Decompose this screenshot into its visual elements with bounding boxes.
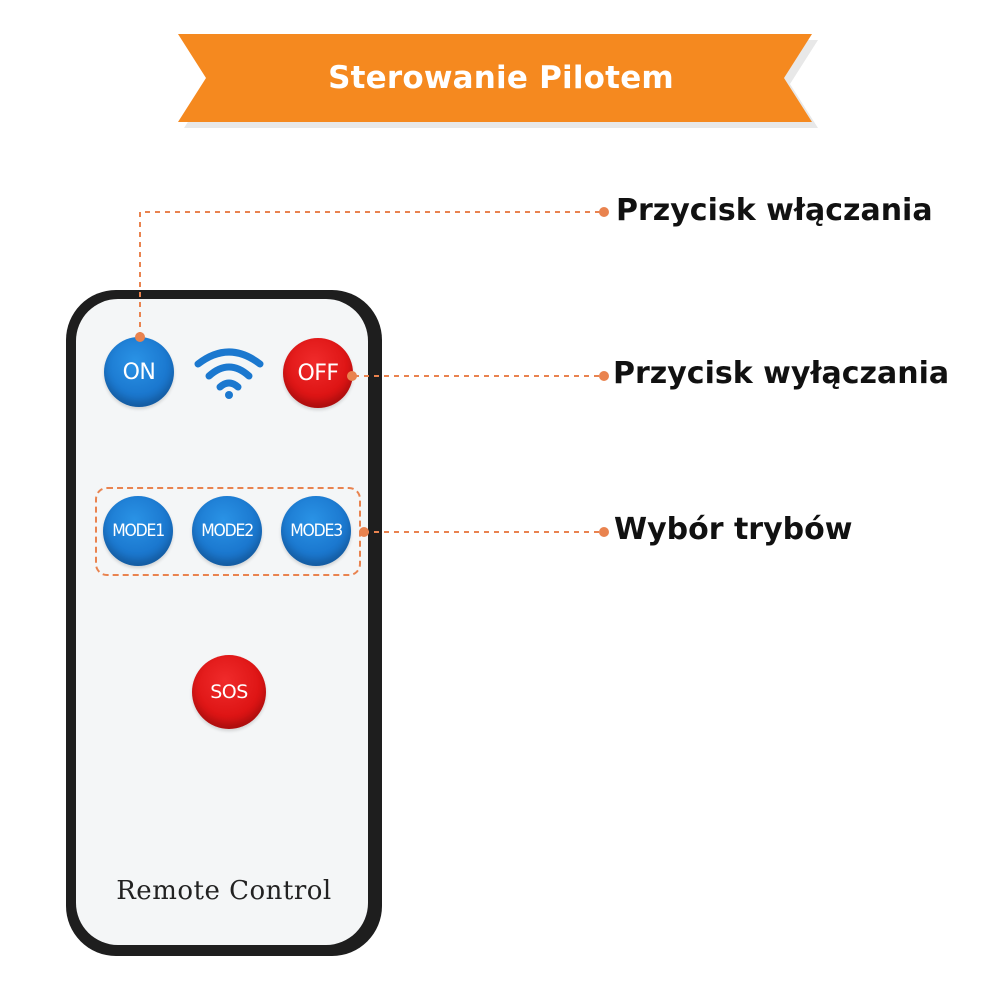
callout-modes: Wybór trybów [614, 512, 853, 547]
power-on-label-dot [599, 207, 609, 217]
off-button-label: OFF [297, 360, 339, 386]
power-on-anchor-dot [135, 332, 145, 342]
callout-power-on: Przycisk włączania [616, 193, 933, 228]
banner-ribbon-shape [178, 34, 818, 128]
sos-button[interactable]: SOS [192, 655, 266, 729]
on-button-label: ON [122, 359, 156, 385]
title-banner: Sterowanie Pilotem [178, 34, 824, 130]
on-button[interactable]: ON [104, 337, 174, 407]
banner-title: Sterowanie Pilotem [328, 60, 674, 96]
sos-button-label: SOS [210, 681, 248, 703]
power-on-leader-line [139, 211, 602, 337]
modes-label-dot [599, 527, 609, 537]
mode1-button[interactable]: MODE1 [103, 496, 173, 566]
mode2-button[interactable]: MODE2 [192, 496, 262, 566]
power-off-anchor-dot [347, 371, 357, 381]
power-off-label-dot [599, 371, 609, 381]
mode3-button[interactable]: MODE3 [281, 496, 351, 566]
modes-anchor-dot [359, 527, 369, 537]
mode1-button-label: MODE1 [112, 521, 165, 541]
callout-power-off: Przycisk wyłączania [613, 356, 950, 391]
remote-brand-label: Remote Control [116, 876, 332, 906]
off-button[interactable]: OFF [283, 338, 353, 408]
mode3-button-label: MODE3 [290, 521, 343, 541]
mode2-button-label: MODE2 [201, 521, 254, 541]
wifi-icon [194, 348, 264, 399]
